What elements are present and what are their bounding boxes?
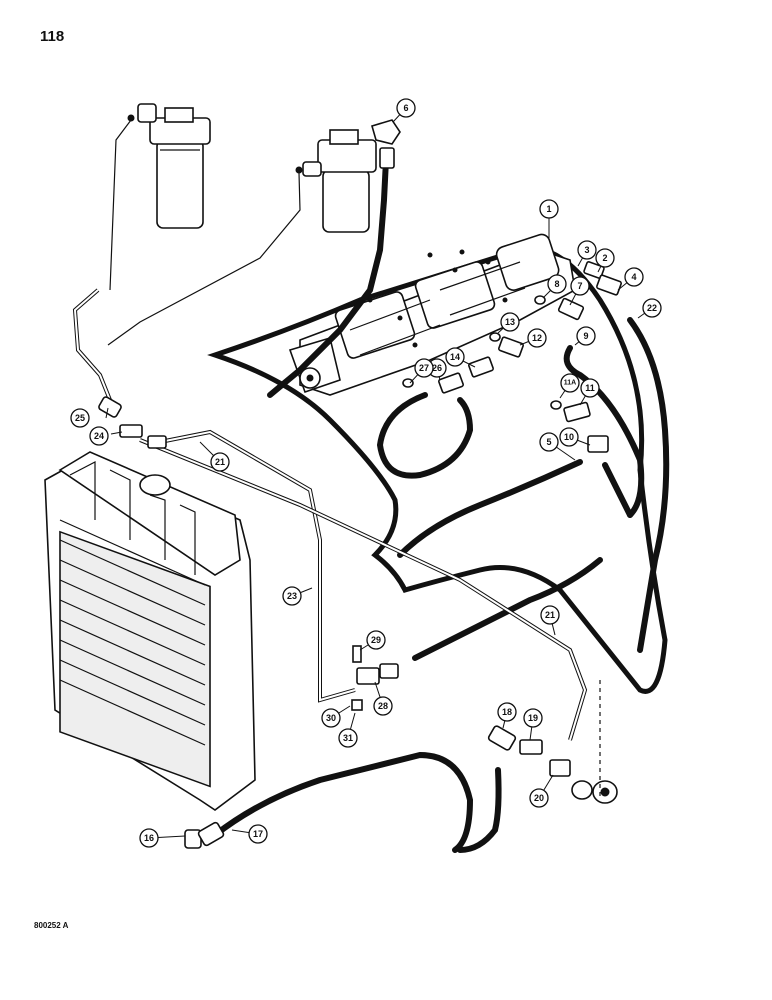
hoses — [212, 157, 670, 853]
svg-text:1: 1 — [546, 204, 551, 214]
callout-19: 19 — [523, 708, 543, 728]
callout-11a: 11A — [560, 373, 580, 393]
callout-25: 25 — [70, 408, 90, 428]
callout-9: 9 — [576, 326, 596, 346]
hydraulic-pump — [288, 233, 576, 396]
svg-text:20: 20 — [534, 793, 544, 803]
svg-text:13: 13 — [505, 317, 515, 327]
radiator — [44, 451, 256, 849]
callout-3: 3 — [577, 240, 597, 260]
svg-text:8: 8 — [554, 279, 559, 289]
callout-12: 12 — [527, 328, 547, 348]
callout-13: 13 — [500, 312, 520, 332]
pump-fittings — [402, 261, 622, 453]
svg-text:4: 4 — [631, 272, 636, 282]
svg-text:21: 21 — [215, 457, 225, 467]
svg-text:24: 24 — [94, 431, 104, 441]
callout-4: 4 — [624, 267, 644, 287]
callout-24: 24 — [89, 426, 109, 446]
tubes — [72, 288, 588, 741]
svg-text:17: 17 — [253, 829, 263, 839]
callout-28: 28 — [373, 696, 393, 716]
callout-17: 17 — [248, 824, 268, 844]
callout-2: 2 — [595, 248, 615, 268]
svg-text:21: 21 — [545, 610, 555, 620]
callout-22: 22 — [642, 298, 662, 318]
callout-21-top: 21 — [210, 452, 230, 472]
svg-text:7: 7 — [577, 281, 582, 291]
svg-text:12: 12 — [532, 333, 542, 343]
callout-27: 27 — [414, 358, 434, 378]
filter-right — [295, 129, 377, 233]
svg-text:5: 5 — [546, 437, 551, 447]
callout-20: 20 — [529, 788, 549, 808]
svg-text:28: 28 — [378, 701, 388, 711]
svg-text:29: 29 — [371, 635, 381, 645]
svg-text:16: 16 — [144, 833, 154, 843]
callout-14: 14 — [445, 347, 465, 367]
svg-text:18: 18 — [502, 707, 512, 717]
svg-text:11A: 11A — [564, 380, 576, 387]
svg-text:9: 9 — [583, 331, 588, 341]
filter-line-left — [109, 119, 132, 291]
svg-text:26: 26 — [432, 363, 442, 373]
callout-29: 29 — [366, 630, 386, 650]
svg-text:23: 23 — [287, 591, 297, 601]
callout-1: 1 — [539, 199, 559, 219]
svg-text:10: 10 — [564, 432, 574, 442]
callout-23: 23 — [282, 586, 302, 606]
svg-text:3: 3 — [584, 245, 589, 255]
svg-text:2: 2 — [602, 253, 607, 263]
svg-text:6: 6 — [403, 103, 408, 113]
svg-text:30: 30 — [326, 713, 336, 723]
svg-text:22: 22 — [647, 303, 657, 313]
callout-31: 31 — [338, 728, 358, 748]
figure-code: 800252 A — [34, 921, 69, 930]
page-number: 118 — [40, 28, 65, 45]
filter-line-right — [107, 172, 301, 346]
svg-text:31: 31 — [343, 733, 353, 743]
callout-5: 5 — [539, 432, 559, 452]
misc-fittings — [98, 119, 618, 847]
callout-7: 7 — [570, 276, 590, 296]
svg-text:14: 14 — [450, 352, 460, 362]
filter-left — [127, 103, 211, 229]
callout-8: 8 — [547, 274, 567, 294]
callout-6: 6 — [396, 98, 416, 118]
svg-text:25: 25 — [75, 413, 85, 423]
svg-text:19: 19 — [528, 713, 538, 723]
svg-text:11: 11 — [585, 383, 595, 393]
callout-10: 10 — [559, 427, 579, 447]
callout-16: 16 — [139, 828, 159, 848]
callout-18: 18 — [497, 702, 517, 722]
callout-11: 11 — [580, 378, 600, 398]
svg-text:27: 27 — [419, 363, 429, 373]
callout-21-bottom: 21 — [540, 605, 560, 625]
callout-30: 30 — [321, 708, 341, 728]
